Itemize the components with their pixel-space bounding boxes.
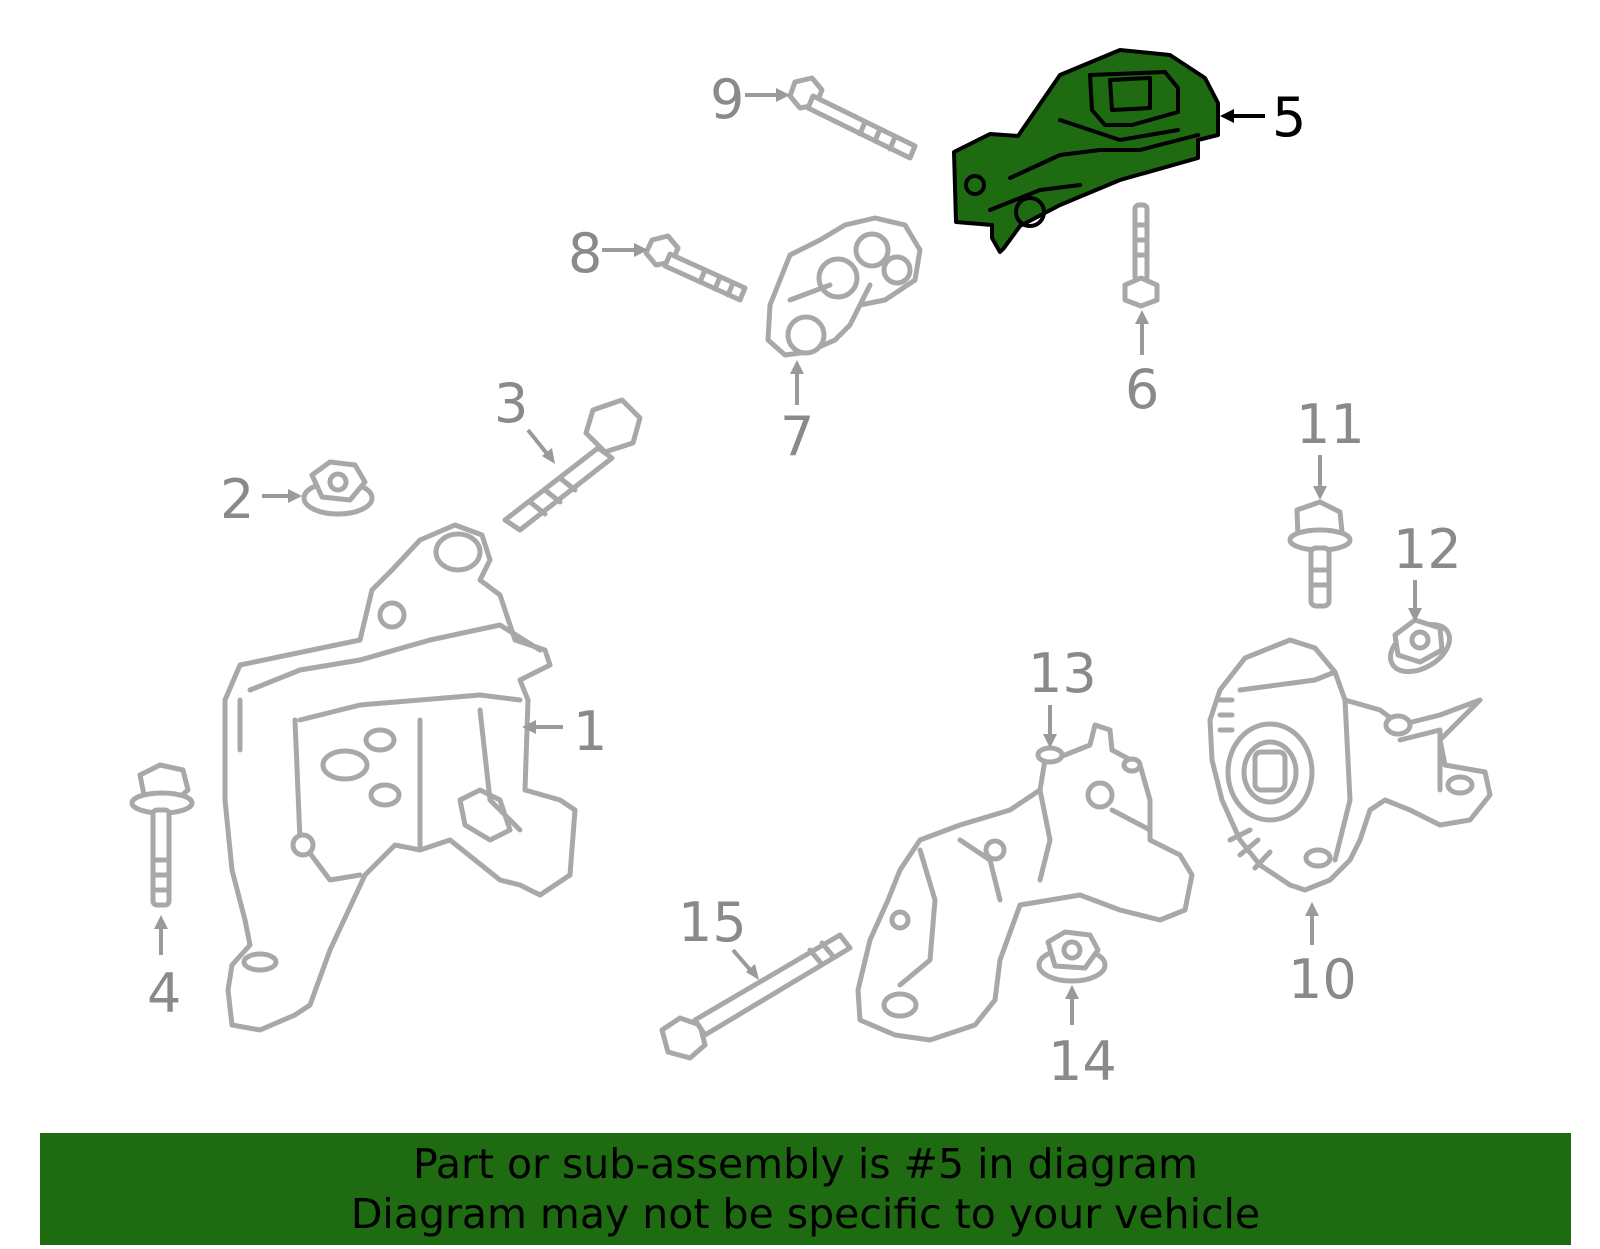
callout-6: 6 (1125, 310, 1159, 421)
callout-15: 15 (678, 891, 759, 980)
callout-14: 14 (1048, 985, 1117, 1093)
svg-text:11: 11 (1296, 393, 1365, 456)
banner-line-2: Diagram may not be specific to your vehi… (350, 1190, 1261, 1238)
part-12-nut[interactable] (1382, 615, 1457, 682)
part-8-bolt[interactable] (643, 233, 748, 303)
part-1-mount-bracket[interactable] (222, 522, 578, 1033)
part-2-nut[interactable] (301, 459, 375, 517)
part-4-bolt[interactable] (129, 762, 195, 908)
callout-9: 9 (710, 68, 790, 131)
part-5-mount-highlighted[interactable] (952, 48, 1220, 254)
svg-text:7: 7 (780, 405, 814, 468)
svg-text:15: 15 (678, 891, 747, 954)
callout-4: 4 (147, 915, 181, 1025)
svg-text:4: 4 (147, 962, 181, 1025)
callout-5: 5 (1220, 86, 1306, 149)
callout-10: 10 (1288, 902, 1357, 1011)
callout-3: 3 (494, 372, 555, 464)
info-banner: Part or sub-assembly is #5 in diagram Di… (40, 1133, 1571, 1245)
part-14-nut[interactable] (1036, 929, 1108, 984)
svg-text:2: 2 (220, 468, 254, 531)
svg-text:6: 6 (1125, 358, 1159, 421)
svg-text:8: 8 (568, 222, 602, 285)
svg-text:12: 12 (1393, 518, 1462, 581)
svg-text:14: 14 (1048, 1030, 1117, 1093)
callout-7: 7 (780, 360, 814, 468)
callout-13: 13 (1028, 642, 1097, 748)
part-3-bolt[interactable] (502, 397, 643, 533)
callout-1: 1 (522, 700, 607, 763)
part-6-bolt[interactable] (1122, 202, 1160, 309)
svg-text:3: 3 (494, 372, 528, 435)
part-11-bolt[interactable] (1287, 499, 1353, 609)
callout-11: 11 (1296, 393, 1365, 500)
svg-text:9: 9 (710, 68, 744, 131)
part-13-bracket[interactable] (855, 722, 1195, 1043)
callout-8: 8 (568, 222, 648, 285)
callout-2: 2 (220, 468, 302, 531)
part-15-bolt[interactable] (659, 932, 853, 1061)
svg-text:10: 10 (1288, 948, 1357, 1011)
part-10-mount[interactable] (1207, 637, 1493, 893)
part-7-bracket[interactable] (765, 215, 923, 358)
svg-text:1: 1 (573, 700, 607, 763)
part-9-bolt[interactable] (787, 75, 918, 161)
callout-12: 12 (1393, 518, 1462, 622)
svg-text:13: 13 (1028, 642, 1097, 705)
banner-line-1: Part or sub-assembly is #5 in diagram (413, 1140, 1198, 1188)
svg-text:5: 5 (1272, 86, 1306, 149)
